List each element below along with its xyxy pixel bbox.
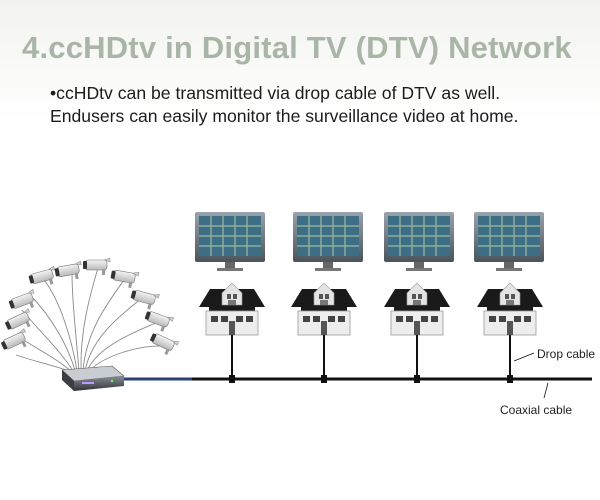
camera-cables	[15, 267, 165, 372]
camera-icon	[128, 286, 160, 312]
taps	[229, 375, 513, 383]
camera-icon	[146, 329, 180, 358]
monitor-2	[293, 212, 363, 271]
coaxial-cable-label: Coaxial cable	[500, 403, 573, 417]
bullet-line-1: •ccHDtv can be transmitted via drop cabl…	[50, 83, 501, 103]
drop-cable-label: Drop cable	[537, 347, 596, 361]
bullet-line-2: Endusers can easily monitor the surveill…	[50, 106, 519, 126]
drop-cable-pointer	[513, 352, 535, 362]
homes	[198, 282, 544, 336]
header-background	[0, 0, 600, 120]
monitor-1	[195, 212, 265, 271]
slide-body: •ccHDtv can be transmitted via drop cabl…	[50, 82, 595, 128]
monitor-4	[474, 212, 544, 271]
house-icon	[198, 282, 266, 336]
home-monitors	[195, 212, 544, 271]
dvr-device	[61, 365, 125, 391]
drop-cables	[231, 335, 511, 379]
camera-icon	[108, 267, 140, 290]
slide-title: 4.ccHDtv in Digital TV (DTV) Network	[22, 30, 572, 65]
house-icon	[383, 282, 451, 336]
house-icon	[476, 282, 544, 336]
camera-icon	[27, 265, 59, 291]
coaxial-cable-pointer	[543, 382, 549, 399]
camera-icon	[53, 260, 85, 283]
monitor-3	[384, 212, 454, 271]
camera-icon	[141, 307, 175, 335]
house-icon	[290, 282, 358, 336]
camera-icon	[2, 308, 36, 336]
